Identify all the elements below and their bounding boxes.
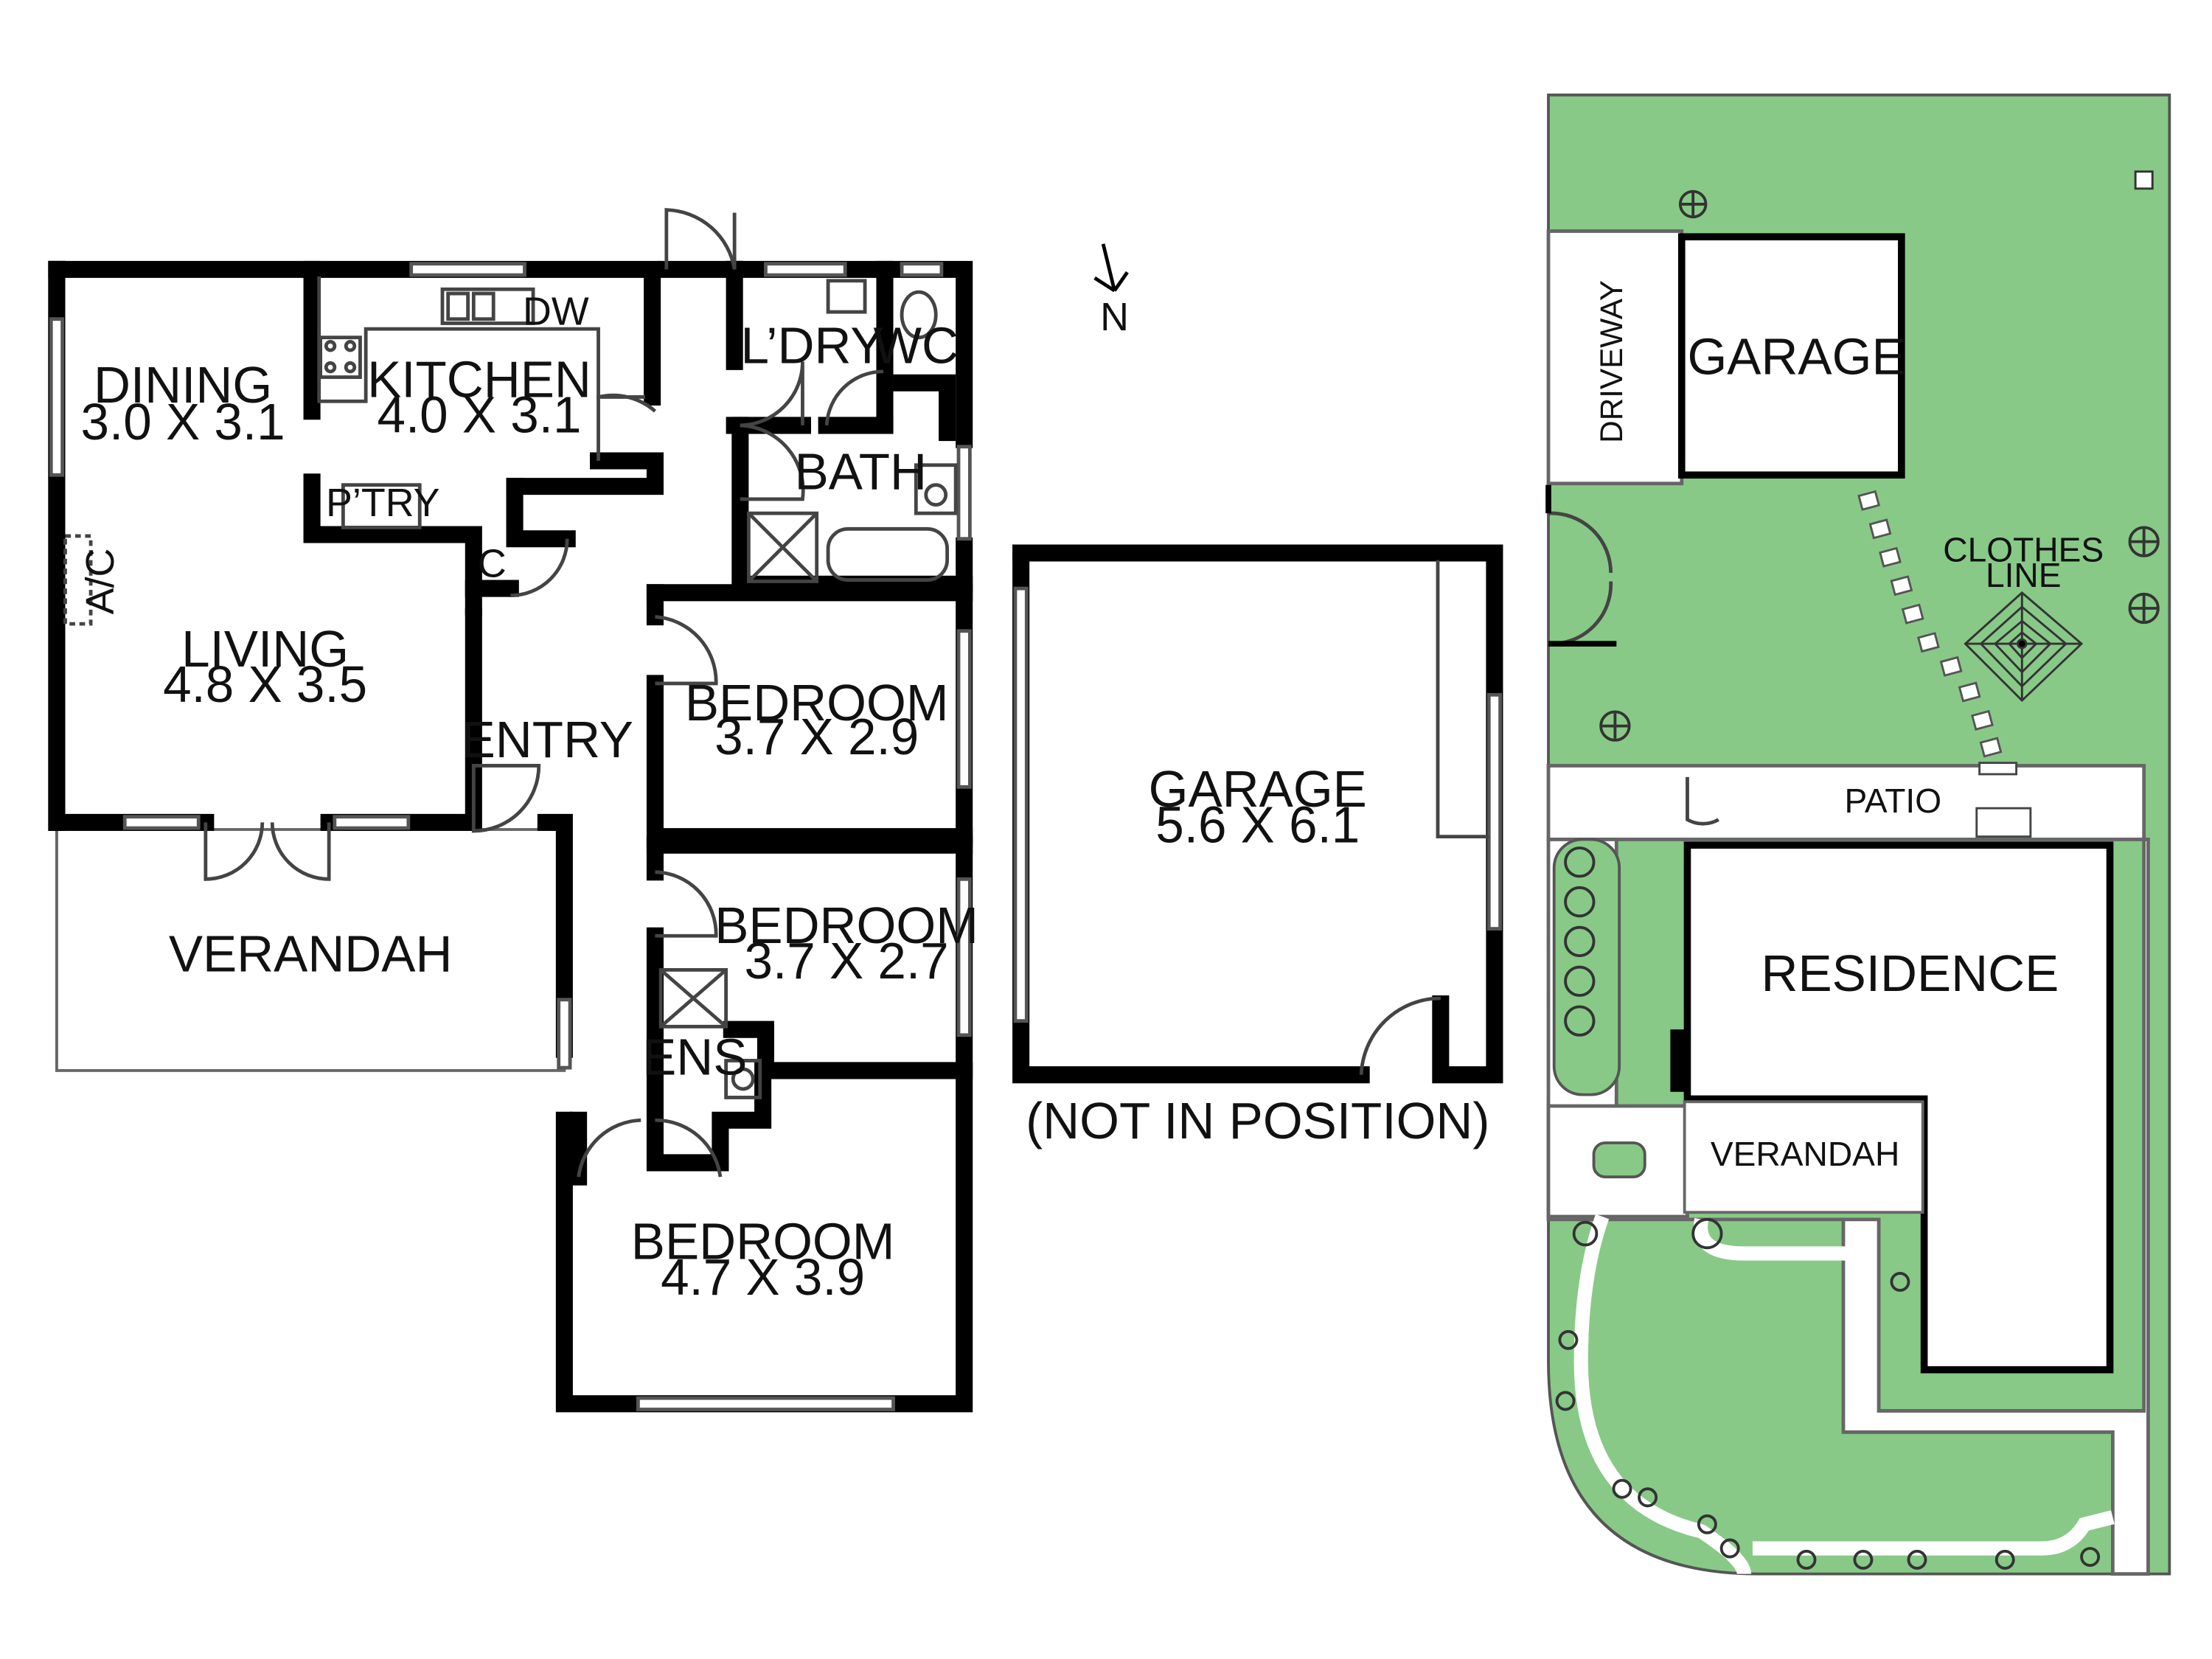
wc-label: WC — [874, 316, 959, 374]
cupboard-label: C — [478, 542, 507, 586]
bedroom3-label: BEDROOM — [631, 1213, 895, 1270]
site-verandah-label: VERANDAH — [1711, 1135, 1899, 1173]
laundry-label: L’DRY — [740, 316, 884, 374]
verandah-area — [55, 828, 566, 1072]
entry-label: ENTRY — [462, 711, 633, 768]
bedroom1-size: 3.7 X 2.9 — [714, 708, 919, 765]
garage-position-note: (NOT IN POSITION) — [1026, 1092, 1489, 1150]
kitchen-label: KITCHEN — [367, 350, 591, 408]
dishwasher-label: DW — [523, 289, 589, 333]
bath-label: BATH — [795, 442, 927, 500]
dining-label: DINING — [94, 356, 272, 414]
site-driveway-label: DRIVEWAY — [1594, 280, 1629, 443]
ensuite-label: ENS — [642, 1029, 747, 1086]
site-garage-label: GARAGE — [1687, 328, 1905, 386]
kitchen-size: 4.0 X 3.1 — [377, 386, 581, 444]
bedroom1-label: BEDROOM — [685, 674, 949, 731]
site-patio-label: PATIO — [1845, 782, 1942, 820]
garage-label: GARAGE — [1149, 760, 1367, 818]
bedroom3-size: 4.7 X 3.9 — [661, 1248, 865, 1306]
living-size: 4.8 X 3.5 — [163, 655, 367, 713]
clothes-line-icon — [1964, 591, 2084, 703]
dining-size: 3.0 X 3.1 — [81, 393, 285, 451]
bedroom2-size: 3.7 X 2.7 — [745, 932, 949, 990]
compass-north-label: N — [1100, 295, 1129, 339]
verandah-label: VERANDAH — [169, 925, 453, 982]
bedroom2-label: BEDROOM — [714, 897, 978, 954]
ac-label: A/C — [78, 549, 122, 615]
pantry-label: P’TRY — [326, 481, 440, 525]
site-plan — [1545, 93, 2171, 1576]
detached-garage-plan — [1012, 544, 1503, 1084]
garage-size: 5.6 X 6.1 — [1155, 796, 1360, 853]
north-arrow-icon — [1093, 243, 1129, 293]
house-floor-plan — [48, 208, 973, 1413]
living-label: LIVING — [181, 620, 349, 678]
clothes-line-label-1: CLOTHES — [1943, 531, 2104, 569]
tree-icons — [1555, 189, 2160, 1570]
site-residence-label: RESIDENCE — [1761, 945, 2059, 1002]
clothes-line-label-2: LINE — [1986, 556, 2062, 594]
